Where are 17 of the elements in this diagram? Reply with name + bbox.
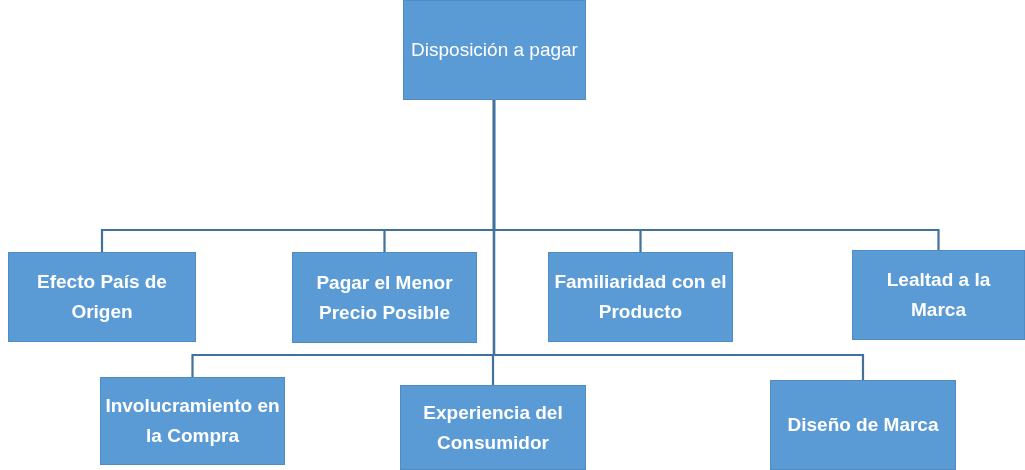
category-box	[292, 252, 477, 343]
root-box	[403, 0, 586, 100]
box-label: Experiencia del Consumidor	[422, 400, 564, 455]
box-label: Pagar el Menor Precio Posible	[315, 270, 454, 325]
box-label: Lealtad a la Marca	[885, 268, 992, 322]
category-box	[400, 385, 586, 470]
box-label: Disposición a pagar	[411, 38, 578, 62]
connector-line	[492, 100, 865, 380]
box-label: Involucramiento en la Compra	[105, 394, 280, 448]
category-box	[100, 377, 285, 465]
category-box	[770, 380, 956, 470]
box-label: Familiaridad con el Producto	[553, 270, 728, 324]
category-box	[852, 250, 1025, 340]
box-label: Efecto País de Origen	[36, 270, 168, 324]
category-box	[8, 252, 196, 342]
category-box	[548, 252, 733, 342]
box-label: Diseño de Marca	[787, 413, 939, 437]
